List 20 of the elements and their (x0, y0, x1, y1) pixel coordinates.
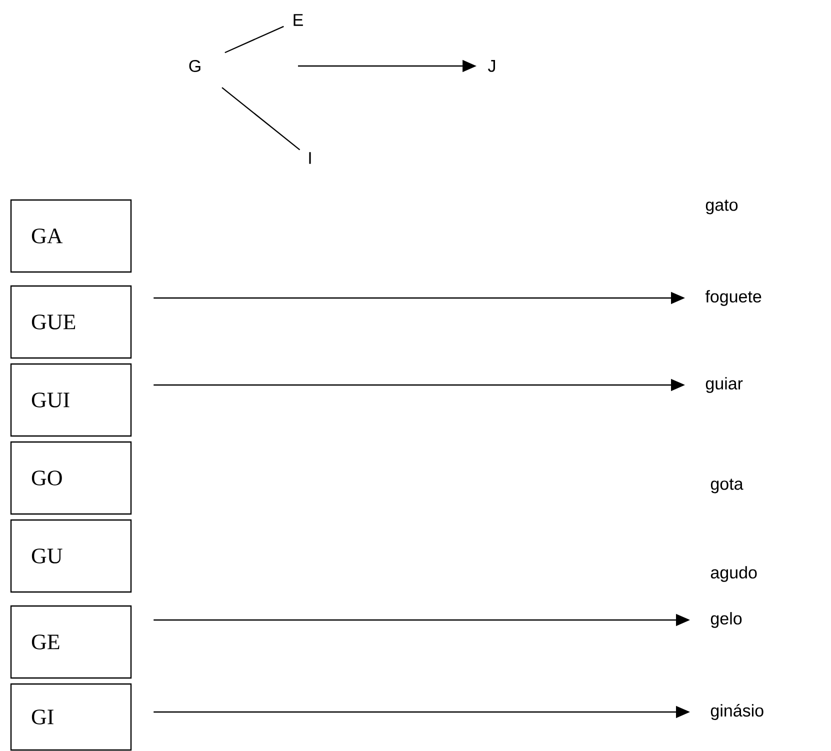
letter-box: GI (10, 683, 132, 751)
letter-box: GA (10, 199, 132, 273)
connector-line (222, 87, 300, 150)
word-text: foguete (705, 290, 762, 306)
connector-line (224, 26, 284, 54)
letter-text: I (309, 152, 311, 164)
word-text: guiar (706, 377, 743, 393)
word-text: agudo (710, 566, 757, 582)
letter-box: GUI (10, 363, 132, 437)
word-text: ginásio (710, 704, 764, 720)
letter-text: J (488, 60, 495, 72)
word-text: gota (710, 478, 744, 494)
word-text: gato (706, 200, 738, 214)
letter-box: GE (10, 605, 132, 679)
letter-text: E (294, 14, 303, 26)
word-text: gelo (710, 612, 742, 628)
letter-box: GU (10, 519, 132, 593)
letter-box: GO (10, 441, 132, 515)
letter-text: G (189, 60, 200, 72)
letter-box: GUE (10, 285, 132, 359)
